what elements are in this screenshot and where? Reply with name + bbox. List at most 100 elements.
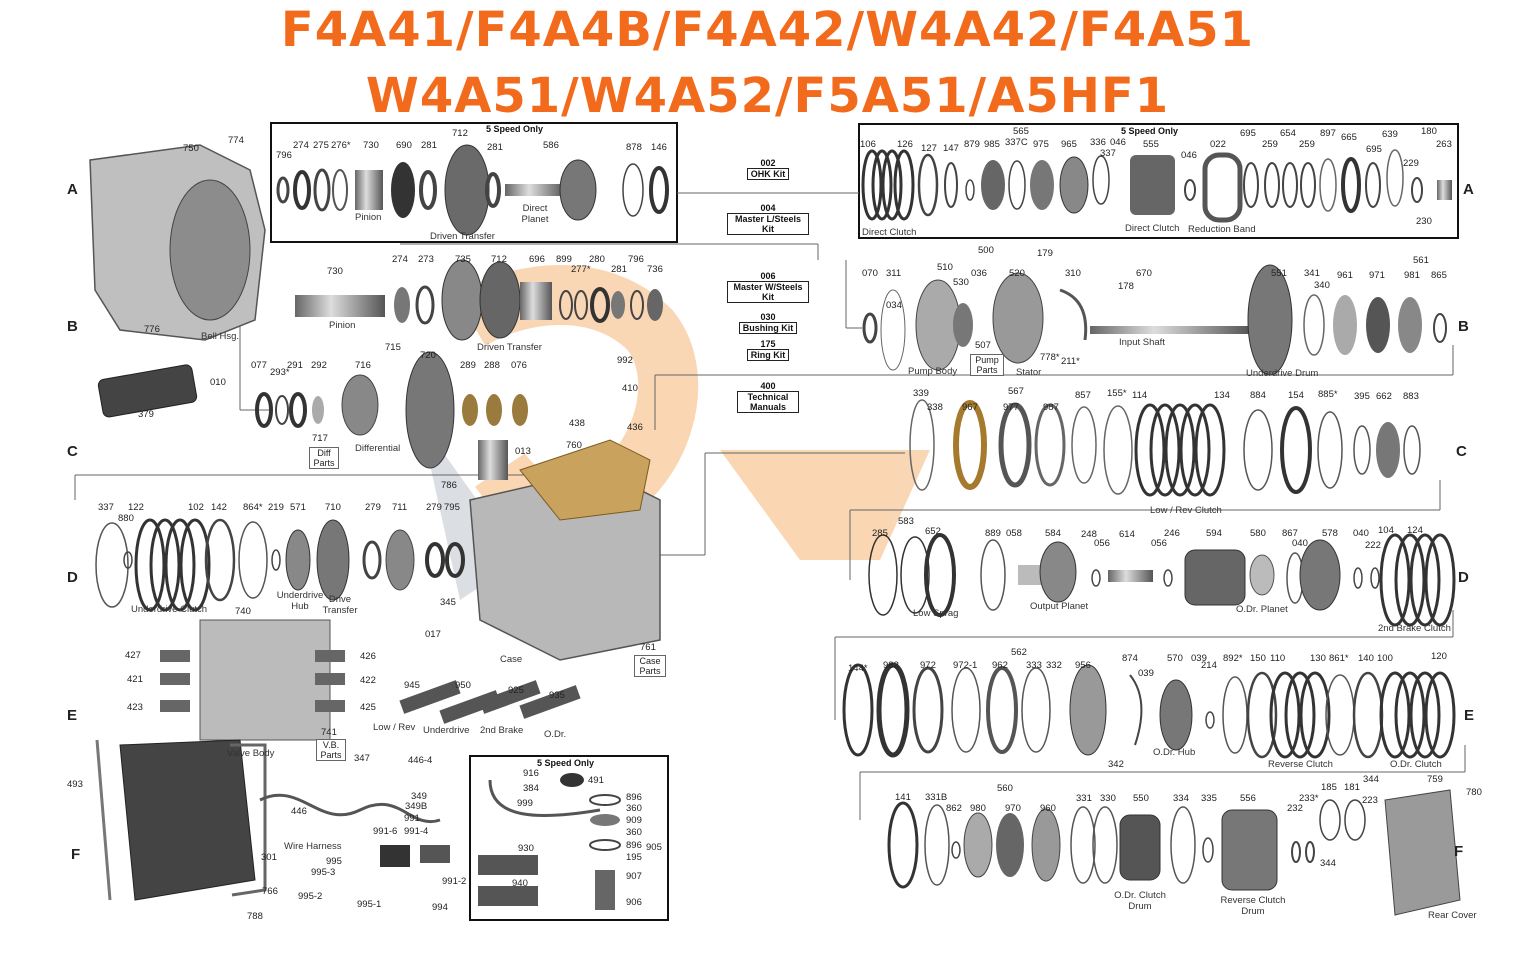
part-number-label: 341 xyxy=(1304,268,1320,279)
part-number-label: 331 xyxy=(1076,793,1092,804)
label-bell-hsg: Bell Hsg. xyxy=(201,331,240,342)
part-number-label: 360 xyxy=(626,827,642,838)
part-number-label: 766 xyxy=(262,886,278,897)
part-number-label: 330 xyxy=(1100,793,1116,804)
part-number-label: 436 xyxy=(627,422,643,433)
part-number-label: 120 xyxy=(1431,651,1447,662)
part-number-label: 950 xyxy=(455,680,471,691)
row-b-left-parts xyxy=(295,259,663,341)
part-number-label: 130 xyxy=(1310,653,1326,664)
part-number-label: 438 xyxy=(569,418,585,429)
part-number-label: 961 xyxy=(1337,270,1353,281)
part-number-label: 879 xyxy=(964,139,980,150)
title-line-1: F4A41/F4A4B/F4A42/W4A42/F4A51 xyxy=(280,2,1255,58)
part-number-label: 571 xyxy=(290,502,306,513)
label-driven-transfer: Driven Transfer xyxy=(477,342,542,353)
label-underdrive-hub: Underdrive Hub xyxy=(276,590,324,612)
part-number-label: 995-3 xyxy=(311,867,336,878)
part-number-label: 410 xyxy=(622,383,638,394)
row-letter-f-left: F xyxy=(71,846,81,863)
part-number-label: 104 xyxy=(1378,525,1394,536)
label-differential: Differential xyxy=(355,443,401,454)
label-drive-transfer: Drive Transfer xyxy=(322,594,358,616)
part-number-label: 880 xyxy=(118,513,134,524)
part-number-label: 740 xyxy=(235,606,251,617)
part-number-label: 550 xyxy=(1133,793,1149,804)
part-number-label: 337 xyxy=(1100,148,1116,159)
five-speed-title-right: 5 Speed Only xyxy=(1121,126,1179,136)
part-number-label: 219 xyxy=(268,502,284,513)
part-number-label: 665 xyxy=(1341,132,1357,143)
part-number-label: 289 xyxy=(460,360,476,371)
part-number-label: 899 xyxy=(556,254,572,265)
part-number-label: 279 xyxy=(426,502,442,513)
part-number-label: 179 xyxy=(1037,248,1053,259)
part-number-label: 274 xyxy=(293,140,309,151)
label-direct-clutch-2: Direct Clutch xyxy=(1125,223,1180,234)
part-number-label: 181 xyxy=(1344,782,1360,793)
part-number-label: 281 xyxy=(611,264,627,275)
five-speed-title-left: 5 Speed Only xyxy=(486,124,544,134)
part-number-label: 916 xyxy=(523,768,539,779)
part-number-label: 140 xyxy=(1358,653,1374,664)
part-number-label: 796 xyxy=(628,254,644,265)
part-number-label: 347 xyxy=(354,753,370,764)
part-number-label: 776 xyxy=(144,324,160,335)
part-number-label: 344 xyxy=(1320,858,1336,869)
part-number-label: 555 xyxy=(1143,139,1159,150)
part-number-label: 122 xyxy=(128,502,144,513)
part-number-label: 786 xyxy=(441,480,457,491)
part-number-label: 945 xyxy=(404,680,420,691)
part-number-label: 940 xyxy=(512,878,528,889)
part-number-label: 127 xyxy=(921,143,937,154)
part-number-label: 750 xyxy=(183,143,199,154)
part-number-label: 867 xyxy=(1282,528,1298,539)
part-number-label: 293* xyxy=(270,367,290,378)
part-number-label: 696 xyxy=(529,254,545,265)
part-number-label: 274 xyxy=(392,254,408,265)
label-low-sprag: Low Sprag xyxy=(913,608,959,619)
part-number-label: 562 xyxy=(1011,647,1027,658)
label-direct-clutch: Direct Clutch xyxy=(862,227,917,238)
part-number-label: 331B xyxy=(925,792,948,803)
part-number-label: 670 xyxy=(1136,268,1152,279)
part-number-label: 935 xyxy=(549,690,565,701)
label-2nd-brake-clutch: 2nd Brake Clutch xyxy=(1378,623,1451,634)
part-number-label: 530 xyxy=(953,277,969,288)
part-number-label: 335 xyxy=(1201,793,1217,804)
label-reverse-clutch-drum: Reverse Clutch Drum xyxy=(1220,895,1286,917)
part-number-label: 972 xyxy=(920,660,936,671)
part-number-label: 654 xyxy=(1280,128,1296,139)
row-letter-d-right: D xyxy=(1458,569,1469,586)
label-pinion-top: Pinion xyxy=(355,212,382,223)
part-number-label: 040 xyxy=(1292,538,1308,549)
part-number-label: 520 xyxy=(1009,268,1025,279)
label-direct-planet: Direct Planet xyxy=(521,203,549,225)
five-speed-box-right xyxy=(858,123,1459,239)
label-underdrive-clutch: Underdrive Clutch xyxy=(131,604,208,615)
part-number-label: 058 xyxy=(1006,528,1022,539)
part-number-label: 126 xyxy=(897,139,913,150)
part-number-label: 034 xyxy=(886,300,902,311)
row-c-right-parts xyxy=(909,399,1421,497)
part-number-label: 991-4 xyxy=(404,826,429,837)
case-valve-orange xyxy=(519,439,651,521)
row-letter-f-right: F xyxy=(1454,843,1464,860)
part-number-label: 332 xyxy=(1046,660,1062,671)
part-number-label: 565 xyxy=(1013,126,1029,137)
part-number-label: 142 xyxy=(211,502,227,513)
part-number-label: 338 xyxy=(927,402,943,413)
part-number-label: 046 xyxy=(1181,150,1197,161)
part-number-label: 991-6 xyxy=(373,826,398,837)
part-number-label: 291 xyxy=(287,360,303,371)
part-number-label: 652 xyxy=(925,526,941,537)
part-number-label: 248 xyxy=(1081,529,1097,540)
part-number-label: 874 xyxy=(1122,653,1138,664)
part-number-label: 985 xyxy=(984,139,1000,150)
part-number-label: 695 xyxy=(1240,128,1256,139)
filter xyxy=(97,364,198,418)
part-number-label: 229 xyxy=(1403,158,1419,169)
part-number-label: 883 xyxy=(1403,391,1419,402)
part-number-label: 379 xyxy=(138,409,154,420)
part-number-label: 994 xyxy=(432,902,448,913)
